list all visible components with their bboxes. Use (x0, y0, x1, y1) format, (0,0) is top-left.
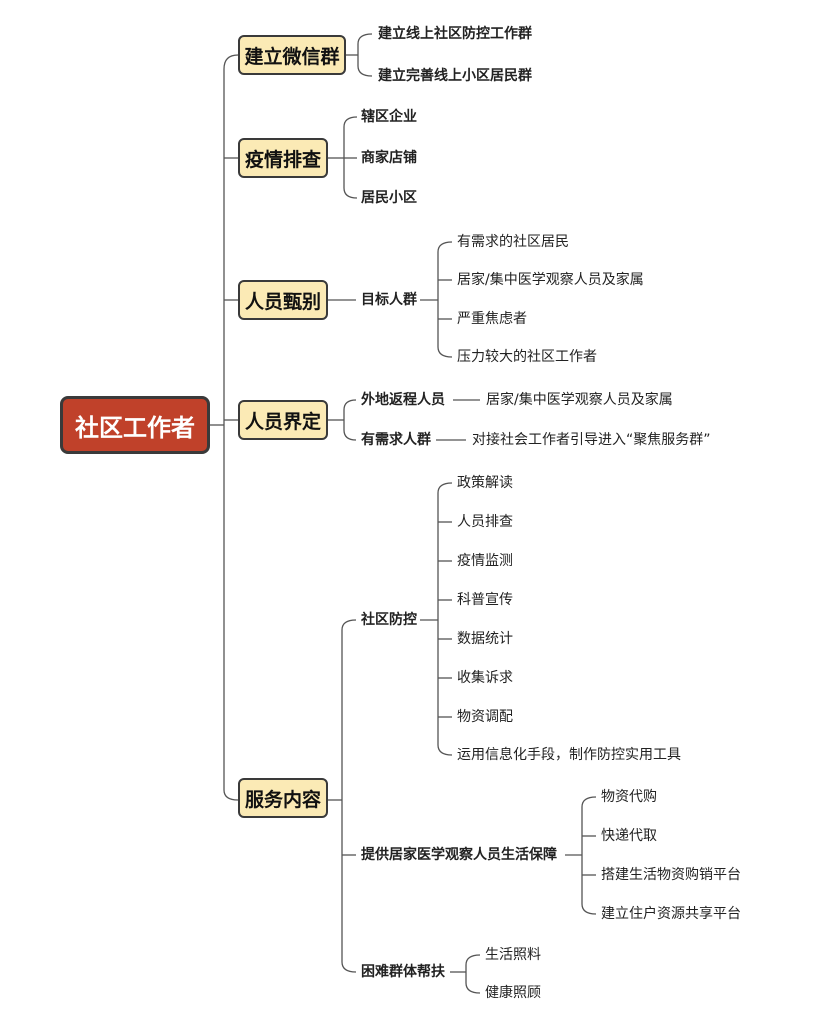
wechat-item: 建立线上社区防控工作群 (378, 26, 532, 42)
needs-group-detail: 对接社会工作者引导进入“聚焦服务群” (472, 432, 711, 448)
target-group-item: 有需求的社区居民 (457, 234, 569, 250)
living-support-item: 快递代取 (601, 828, 657, 844)
node-service-content: 服务内容 (238, 778, 328, 818)
vulnerable-assist-item: 生活照料 (485, 947, 541, 963)
target-group-item: 严重焦虑者 (457, 311, 527, 327)
node-personnel-identification: 人员甄别 (238, 280, 328, 320)
needs-group-node: 有需求人群 (361, 432, 431, 448)
root-node: 社区工作者 (60, 396, 210, 454)
wechat-item: 建立完善线上小区居民群 (378, 68, 532, 84)
community-prevention-node: 社区防控 (361, 612, 417, 628)
vulnerable-assist-node: 困难群体帮扶 (361, 964, 445, 980)
vulnerable-assist-item: 健康照顾 (485, 985, 541, 1001)
prevention-item: 运用信息化手段，制作防控实用工具 (457, 747, 681, 763)
target-group-node: 目标人群 (361, 292, 417, 308)
living-support-item: 物资代购 (601, 789, 657, 805)
prevention-item: 物资调配 (457, 709, 513, 725)
prevention-item: 政策解读 (457, 475, 513, 491)
returnees-node: 外地返程人员 (361, 392, 445, 408)
screening-item: 商家店铺 (361, 150, 417, 166)
prevention-item: 收集诉求 (457, 670, 513, 686)
node-personnel-definition: 人员界定 (238, 400, 328, 440)
node-epidemic-screening: 疫情排查 (238, 138, 328, 178)
node-wechat-groups: 建立微信群 (238, 35, 346, 75)
returnees-detail: 居家/集中医学观察人员及家属 (486, 392, 673, 408)
screening-item: 辖区企业 (361, 109, 417, 125)
prevention-item: 科普宣传 (457, 592, 513, 608)
target-group-item: 压力较大的社区工作者 (457, 349, 597, 365)
living-support-item: 搭建生活物资购销平台 (601, 867, 741, 883)
living-support-item: 建立住户资源共享平台 (601, 906, 741, 922)
prevention-item: 数据统计 (457, 631, 513, 647)
prevention-item: 人员排查 (457, 514, 513, 530)
screening-item: 居民小区 (361, 190, 417, 206)
living-support-node: 提供居家医学观察人员生活保障 (361, 847, 557, 863)
target-group-item: 居家/集中医学观察人员及家属 (457, 272, 644, 288)
prevention-item: 疫情监测 (457, 553, 513, 569)
